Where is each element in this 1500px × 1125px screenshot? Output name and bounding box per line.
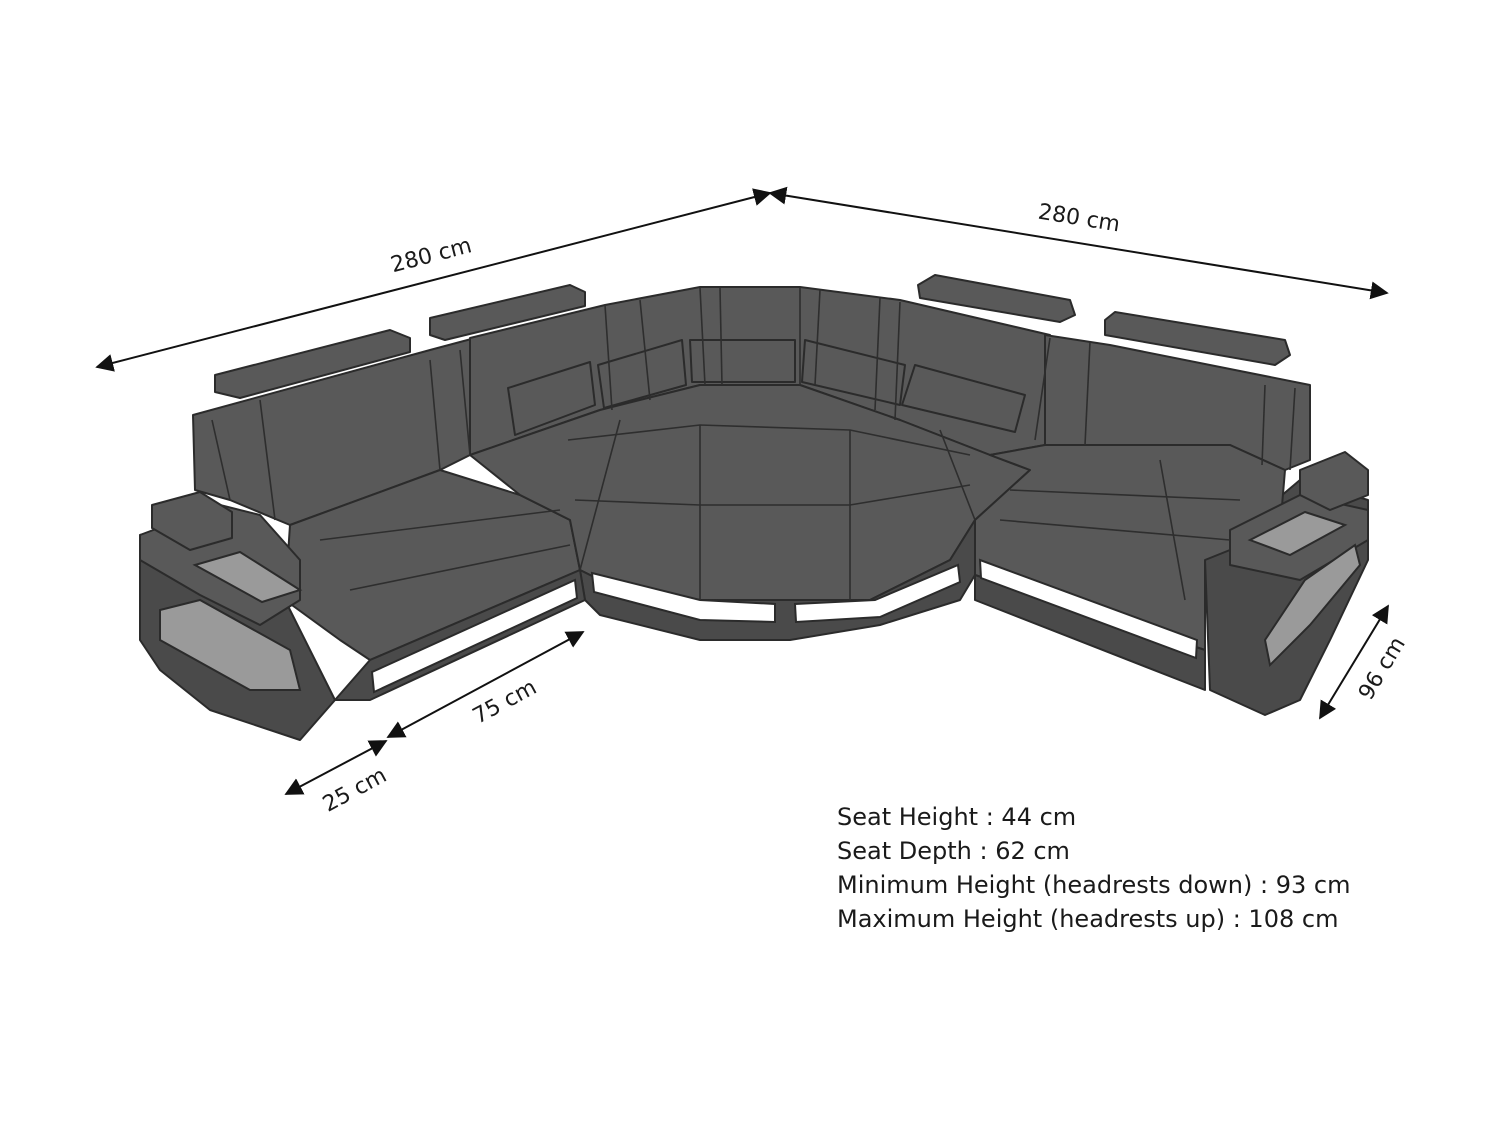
- label-left-width: 280 cm: [388, 233, 474, 278]
- armrest-left-cushion: [151, 491, 233, 551]
- armrest-right-panel: [1247, 510, 1348, 557]
- label-right-width: 280 cm: [1036, 200, 1121, 238]
- arrow-left-width: [95, 188, 772, 372]
- pillow-5: [901, 364, 1026, 433]
- led-strip-right: [978, 558, 1199, 660]
- armrest-right-cushion: [1299, 451, 1369, 511]
- dimension-arrows: [95, 186, 1389, 795]
- armrest-right-shelf: [1263, 543, 1362, 668]
- armrest-left-shelf: [159, 598, 302, 691]
- label-chaise-seat: 75 cm: [469, 675, 541, 729]
- spec-min-height: Minimum Height (headrests down) : 93 cm: [837, 871, 1351, 899]
- led-strip-center-right: [793, 563, 962, 624]
- label-depth: 96 cm: [1354, 633, 1411, 705]
- arrow-chaise-seat: [386, 631, 585, 738]
- headrest-4: [1104, 311, 1291, 366]
- spec-seat-depth: Seat Depth : 62 cm: [837, 837, 1070, 865]
- specifications-list: Seat Height : 44 cm Seat Depth : 62 cm M…: [837, 800, 1350, 936]
- sofa-illustration: [139, 274, 1369, 741]
- spec-max-height: Maximum Height (headrests up) : 108 cm: [837, 905, 1339, 933]
- pillow-3: [689, 339, 796, 383]
- arrow-depth: [1319, 604, 1389, 720]
- pillow-4: [801, 339, 906, 406]
- spec-seat-height: Seat Height : 44 cm: [837, 803, 1077, 831]
- arrow-right-width: [768, 186, 1389, 300]
- arrow-arm-width: [284, 740, 388, 795]
- armrest-left-panel: [192, 550, 303, 604]
